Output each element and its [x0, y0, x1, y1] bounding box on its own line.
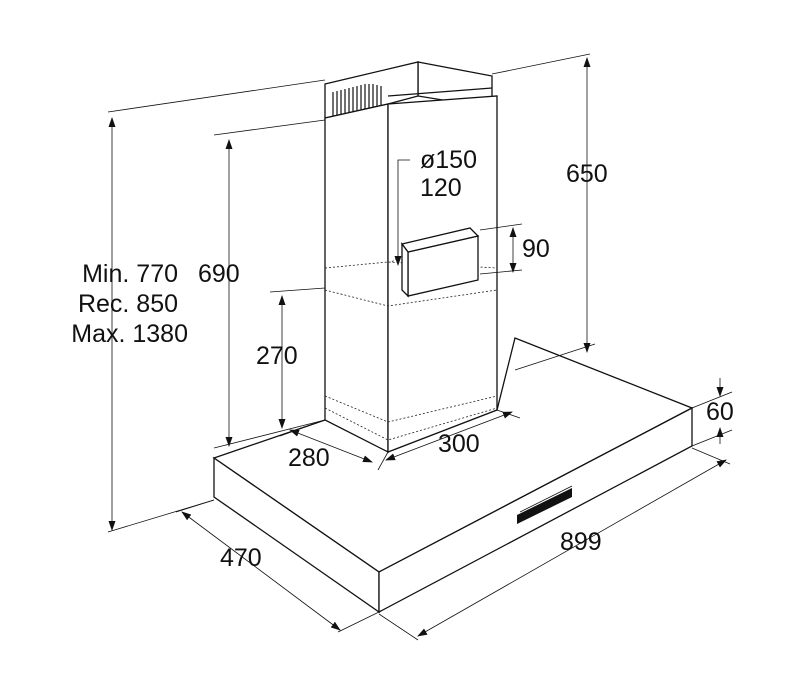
- lower-chimney-extension-top: [269, 287, 326, 293]
- max-height-label: Max. 1380: [71, 320, 188, 348]
- upper-extent-label: 650: [566, 160, 608, 188]
- hood-depth-extension-right: [337, 611, 380, 633]
- chimney-width-line: [385, 411, 513, 461]
- chimney-height-extension-bottom: [213, 419, 326, 449]
- outlet-extension-top: [479, 223, 523, 231]
- outlet-height-label: 90: [522, 235, 550, 263]
- duct-leader-line: [394, 159, 410, 266]
- upper-extent-extension-bottom: [514, 343, 596, 371]
- rec-height-label: Rec. 850: [78, 290, 178, 318]
- hood-width-extension-right: [691, 447, 731, 465]
- chimney-width-label: 300: [438, 430, 480, 458]
- hood-depth-label: 470: [220, 544, 262, 572]
- upper-extent-extension-top: [491, 53, 591, 75]
- chimney-depth-label: 280: [288, 444, 330, 472]
- chimney-height-label: 690: [198, 260, 240, 288]
- hood-width-label: 899: [560, 528, 602, 556]
- outlet-box-side: [401, 242, 409, 298]
- chimney-depth-line: [289, 429, 373, 463]
- hood-depth-line: [181, 511, 341, 631]
- hood-illustration: [212, 61, 694, 614]
- hood-width-extension-left: [378, 613, 419, 641]
- upper-chimney-top-left: [324, 61, 419, 119]
- duct-diameter-label: ø150: [420, 146, 477, 174]
- chimney-top-edge: [387, 87, 493, 97]
- dimension-labels: Min. 770 Rec. 850 Max. 1380 690 270 650 …: [71, 146, 734, 572]
- hood-width-line: [417, 459, 727, 637]
- hood-depth-extension-left: [175, 499, 215, 513]
- duct-alt-label: 120: [420, 174, 462, 202]
- chimney-depth-extension: [279, 419, 326, 437]
- canopy-thickness-label: 60: [706, 398, 734, 426]
- height-extension-top: [107, 79, 326, 113]
- dimension-lines: [107, 53, 733, 641]
- chimney-height-extension-top: [213, 119, 326, 136]
- chimney-left-face: [324, 103, 389, 454]
- min-height-label: Min. 770: [82, 260, 178, 288]
- lower-chimney-label: 270: [256, 342, 298, 370]
- thickness-extension-bottom: [691, 429, 733, 447]
- thickness-extension-top: [691, 391, 733, 409]
